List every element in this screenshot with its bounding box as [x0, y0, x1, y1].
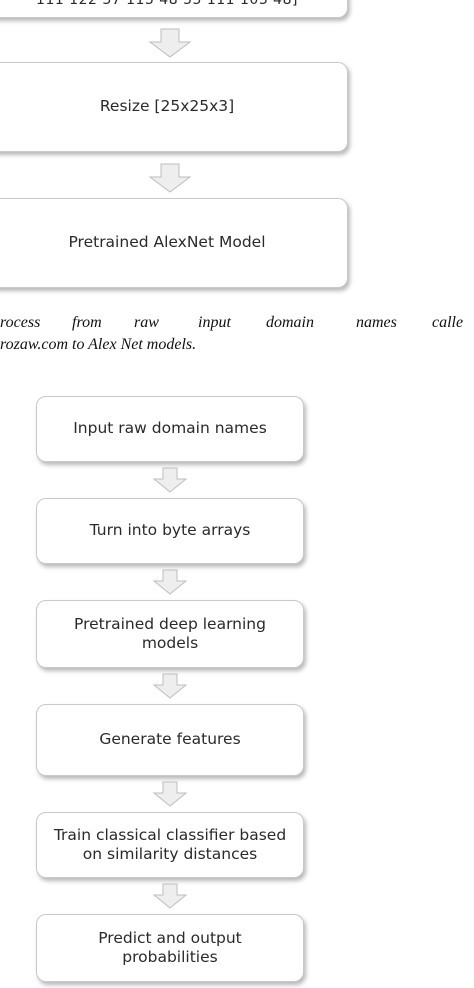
caption-word: domain: [266, 314, 314, 331]
down-arrow-icon: [152, 569, 188, 595]
flow-step-label: Pretrained deep learning models: [74, 614, 266, 652]
caption-word: from: [72, 314, 102, 331]
flow-step-pretrained-models: Pretrained deep learning models: [36, 600, 304, 668]
down-arrow-icon: [152, 467, 188, 493]
flow-step-label: Train classical classifier based on simi…: [53, 825, 287, 863]
caption-word: calle: [432, 314, 464, 331]
flow-step-generate-features: Generate features: [36, 704, 304, 776]
down-arrow-icon: [152, 883, 188, 909]
flow-step-label: Pretrained AlexNet Model: [68, 233, 266, 252]
down-arrow-icon: [152, 673, 188, 699]
flow-step-train-classifier: Train classical classifier based on simi…: [36, 812, 304, 878]
flow-step-byte-array-box: 111 122 37 115 48 55 111 103 48]: [0, 0, 348, 18]
flow-step-resize: Resize [25x25x3]: [0, 62, 348, 152]
flow-step-label: Predict and output probabilities: [98, 928, 242, 966]
caption-word: names: [356, 314, 397, 331]
flow-step-alexnet: Pretrained AlexNet Model: [0, 198, 348, 288]
flow-step-label: Generate features: [99, 730, 241, 749]
caption-word: raw: [134, 314, 159, 331]
flow-step-label: Resize [25x25x3]: [99, 97, 235, 116]
flow-step-byte-arrays: Turn into byte arrays: [36, 498, 304, 564]
flow-step-label: Input raw domain names: [73, 419, 267, 438]
flow-step-input-domains: Input raw domain names: [36, 396, 304, 462]
flow-step-predict-output: Predict and output probabilities: [36, 914, 304, 982]
flow-step-label: Turn into byte arrays: [89, 521, 251, 540]
down-arrow-icon: [152, 781, 188, 807]
caption-word: rocess: [0, 314, 41, 331]
down-arrow-icon: [148, 28, 192, 58]
byte-array-text: 111 122 37 115 48 55 111 103 48]: [36, 0, 298, 9]
caption-word: input: [198, 314, 231, 331]
figure-caption-line2: rozaw.com to Alex Net models.: [0, 336, 197, 353]
down-arrow-icon: [148, 163, 192, 193]
